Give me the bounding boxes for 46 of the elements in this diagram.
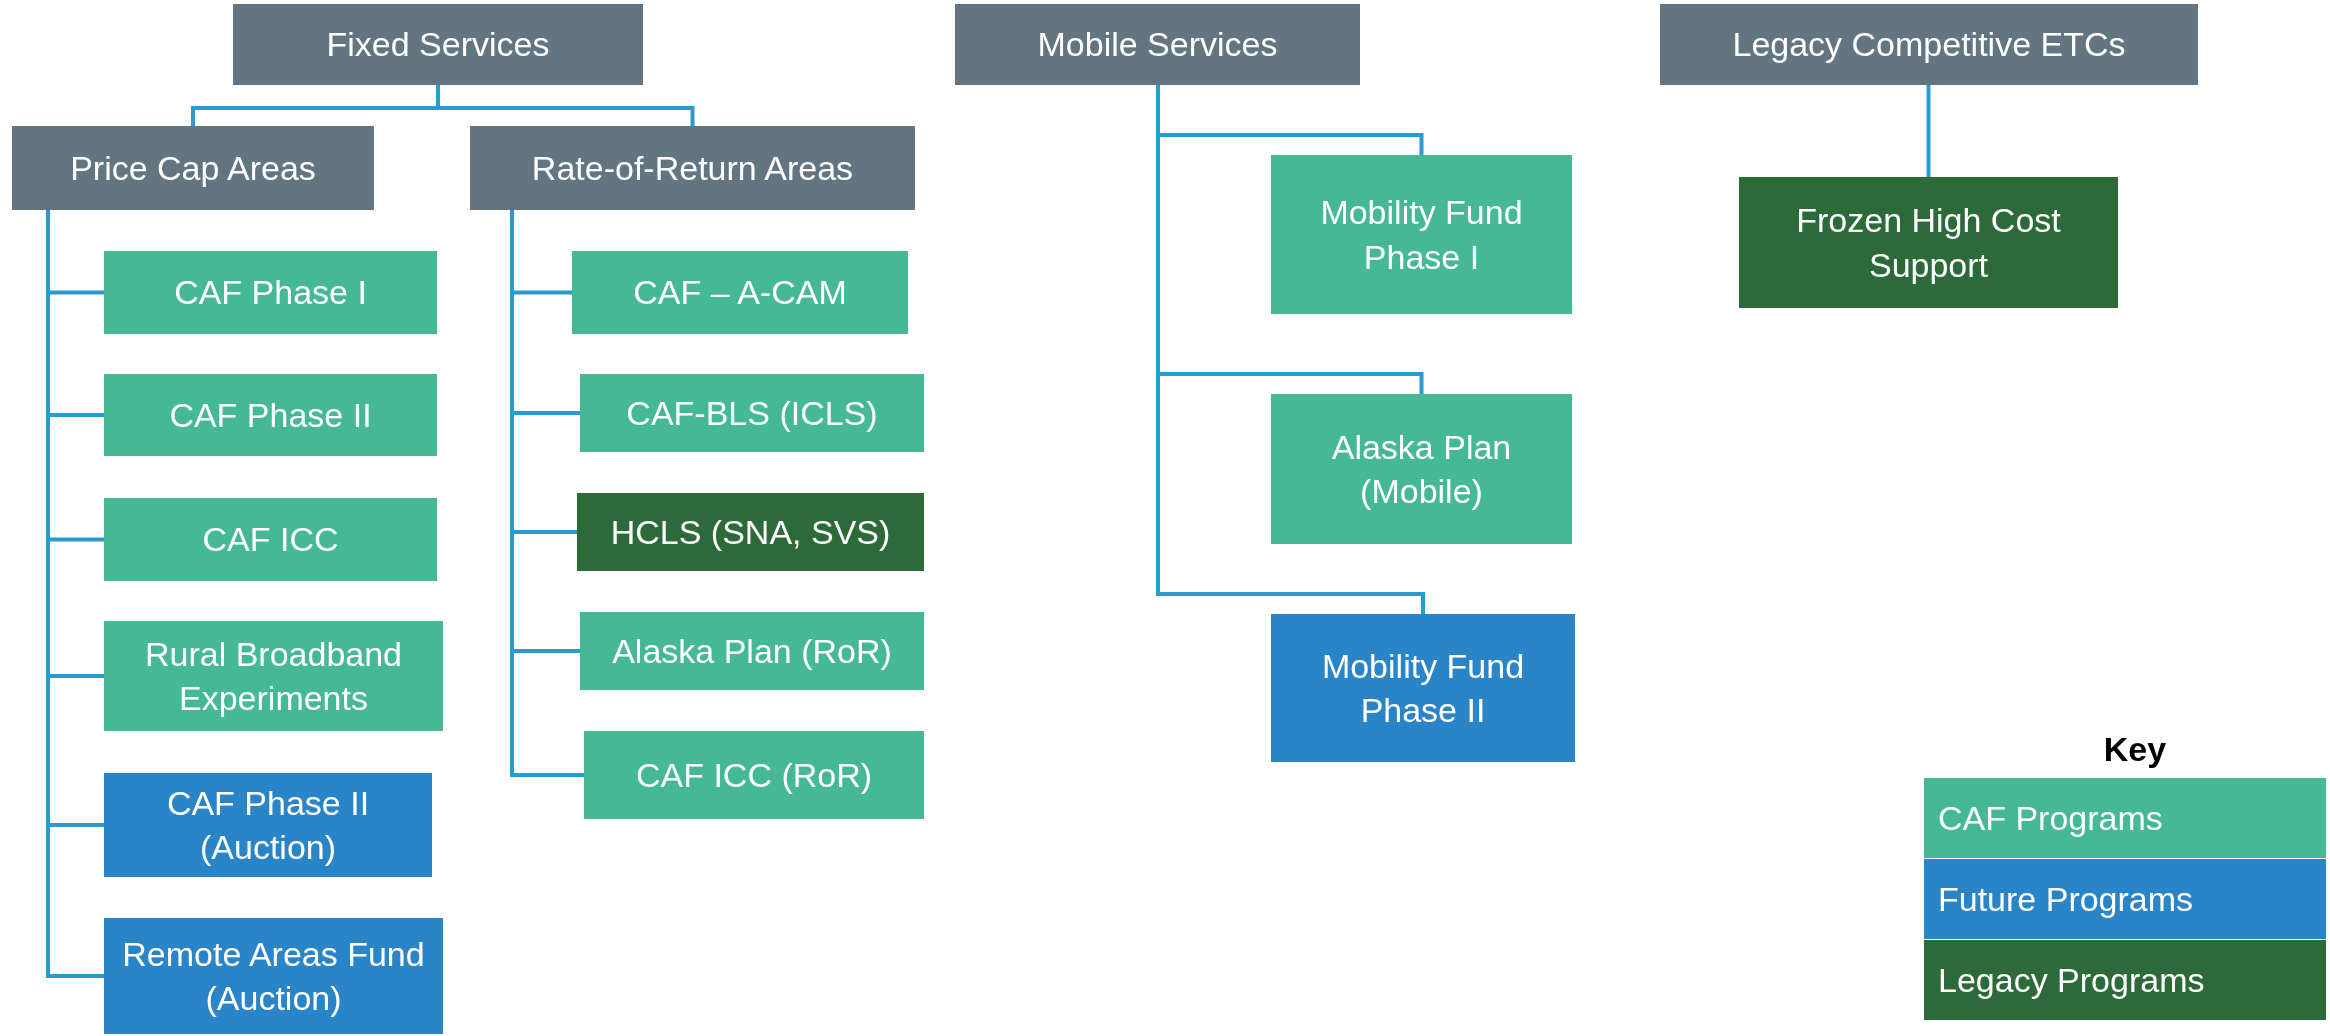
box-label: CAF Phase II (Auction) <box>165 782 371 868</box>
program-box <box>104 621 443 731</box>
program-box <box>572 251 908 334</box>
connector-line <box>1926 85 1931 177</box>
box-label: Price Cap Areas <box>70 147 316 189</box>
box-label: HCLS (SNA, SVS) <box>610 511 891 553</box>
legend-label: Legacy Programs <box>1938 960 2205 1000</box>
box-label: CAF ICC (RoR) <box>635 754 873 796</box>
box-label: Mobility Fund Phase I <box>1319 192 1524 278</box>
connector-line <box>436 85 695 126</box>
box-label: CAF-BLS (ICLS) <box>626 392 878 434</box>
box-label: Alaska Plan (Mobile) <box>1330 426 1513 512</box>
category-box <box>12 126 374 210</box>
program-box <box>104 374 437 456</box>
box-label: Legacy Competitive ETCs <box>1732 24 2126 66</box>
legend-label: Future Programs <box>1938 879 2194 919</box>
category-box <box>1660 4 2198 85</box>
program-box <box>584 731 924 819</box>
program-box <box>104 918 443 1034</box>
program-box <box>1739 177 2118 308</box>
box-label: Remote Areas Fund (Auction) <box>121 933 426 1019</box>
legend-label: CAF Programs <box>1938 798 2163 838</box>
box-label: CAF – A-CAM <box>633 272 847 314</box>
box-label: Fixed Services <box>326 24 550 66</box>
program-box <box>1271 614 1575 762</box>
box-label: CAF Phase I <box>174 272 367 314</box>
box-label: CAF Phase II <box>169 394 372 436</box>
category-box <box>955 4 1360 85</box>
box-label: Rural Broadband Experiments <box>143 633 404 719</box>
program-box <box>1271 155 1572 314</box>
box-label: CAF ICC <box>202 519 339 561</box>
legend-title: Key <box>2102 730 2168 769</box>
program-box <box>580 612 924 690</box>
program-box <box>577 493 924 571</box>
program-box <box>580 374 924 452</box>
box-label: Rate-of-Return Areas <box>531 147 854 189</box>
program-box <box>104 773 432 877</box>
program-box <box>104 251 437 334</box>
program-box <box>104 498 437 581</box>
box-label: Frozen High Cost Support <box>1795 200 2062 286</box>
category-box <box>233 4 643 85</box>
box-label: Mobile Services <box>1037 24 1278 66</box>
program-box <box>1271 394 1572 544</box>
box-label: Mobility Fund Phase II <box>1320 645 1526 731</box>
box-label: Alaska Plan (RoR) <box>612 630 892 672</box>
category-box <box>470 126 915 210</box>
